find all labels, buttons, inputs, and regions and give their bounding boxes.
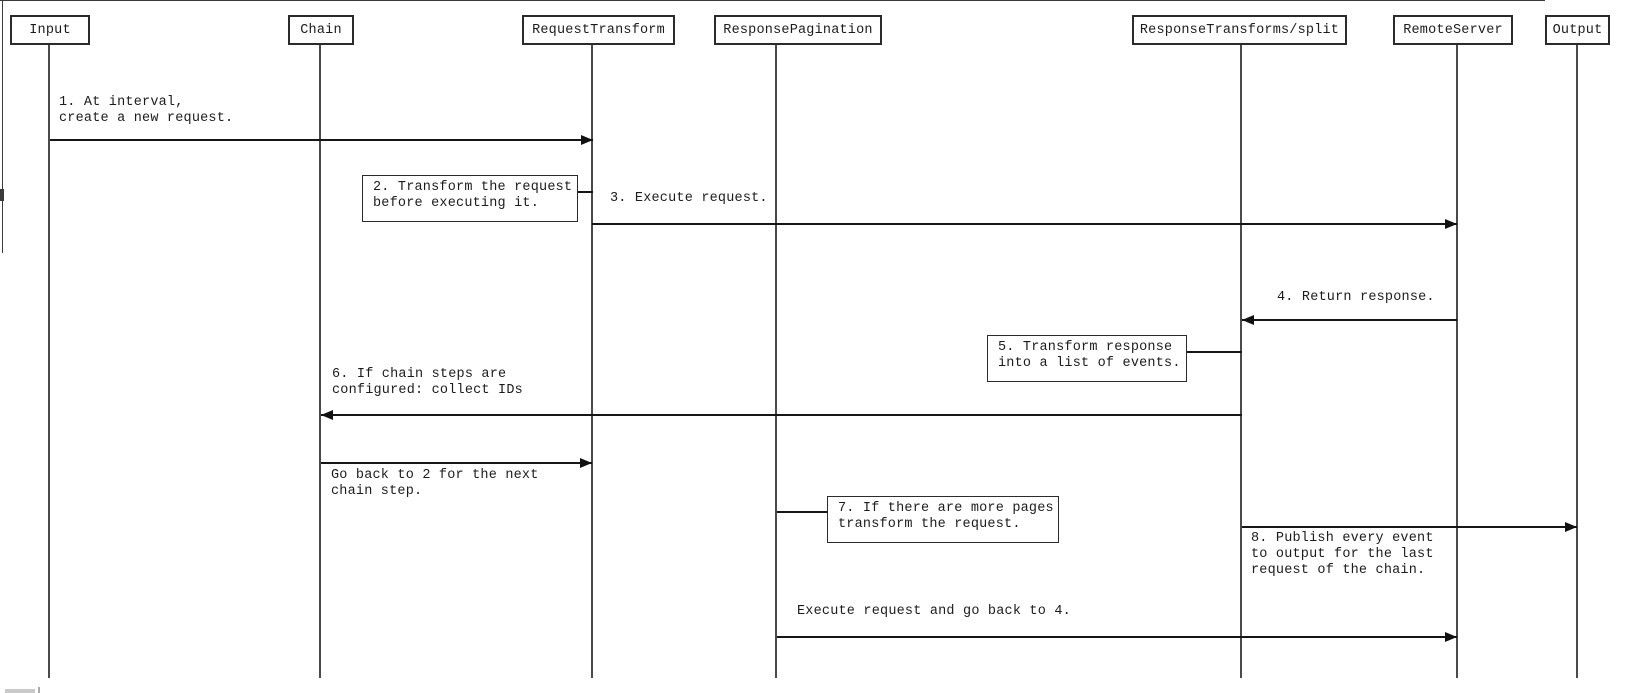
actor-box-output: Output bbox=[1545, 15, 1610, 45]
message-3-arrow bbox=[592, 223, 1457, 225]
lifeline-remote-server bbox=[1456, 45, 1458, 678]
arrowhead-right-icon bbox=[1565, 522, 1577, 532]
actor-label-request-transform: RequestTransform bbox=[532, 22, 665, 38]
execute-again-label: Execute request and go back to 4. bbox=[797, 604, 1071, 619]
arrowhead-right-icon bbox=[1445, 219, 1457, 229]
lifeline-input bbox=[48, 45, 50, 678]
actor-label-remote-server: RemoteServer bbox=[1403, 22, 1503, 38]
message-8-arrow bbox=[1242, 526, 1577, 528]
note-2-connector bbox=[578, 191, 593, 193]
message-6-label: 6. If chain steps are configured: collec… bbox=[332, 367, 523, 398]
bottom-left-artifact-tick bbox=[38, 687, 40, 693]
arrowhead-right-icon bbox=[1445, 632, 1457, 642]
message-4-label: 4. Return response. bbox=[1277, 290, 1435, 305]
actor-box-input: Input bbox=[10, 15, 90, 45]
note-5: 5. Transform response into a list of eve… bbox=[987, 335, 1187, 382]
lifeline-output bbox=[1576, 45, 1578, 678]
page-left-border-tick bbox=[0, 189, 4, 201]
lifeline-request-transform bbox=[591, 45, 593, 678]
actor-label-input: Input bbox=[29, 22, 71, 38]
actor-box-request-transform: RequestTransform bbox=[522, 15, 675, 45]
actor-box-chain: Chain bbox=[288, 15, 354, 45]
page-left-border bbox=[2, 0, 3, 253]
actor-box-response-transforms-split: ResponseTransforms/split bbox=[1132, 15, 1347, 45]
actor-label-response-pagination: ResponsePagination bbox=[723, 22, 873, 38]
actor-label-chain: Chain bbox=[300, 22, 342, 38]
message-8-label: 8. Publish every event to output for the… bbox=[1251, 531, 1434, 578]
note-7: 7. If there are more pages transform the… bbox=[827, 496, 1059, 543]
bottom-left-artifact bbox=[5, 689, 35, 693]
actor-label-output: Output bbox=[1552, 22, 1603, 38]
note-5-connector bbox=[1187, 351, 1242, 353]
actor-label-response-transforms-split: ResponseTransforms/split bbox=[1139, 22, 1340, 38]
note-2: 2. Transform the request before executin… bbox=[362, 175, 578, 222]
execute-again-arrow bbox=[777, 636, 1457, 638]
lifeline-chain bbox=[319, 45, 321, 678]
go-back-label: Go back to 2 for the next chain step. bbox=[331, 468, 539, 499]
arrowhead-right-icon bbox=[580, 458, 592, 468]
message-3-label: 3. Execute request. bbox=[610, 191, 768, 206]
note-7-connector bbox=[777, 511, 827, 513]
lifeline-response-transforms-split bbox=[1240, 45, 1242, 678]
message-1-label: 1. At interval, create a new request. bbox=[59, 95, 234, 126]
arrowhead-left-icon bbox=[1242, 315, 1254, 325]
actor-box-remote-server: RemoteServer bbox=[1393, 15, 1513, 45]
message-1-arrow bbox=[50, 139, 593, 141]
message-4-arrow bbox=[1242, 319, 1457, 321]
arrowhead-right-icon bbox=[581, 135, 593, 145]
lifeline-response-pagination bbox=[775, 45, 777, 678]
arrowhead-left-icon bbox=[321, 410, 333, 420]
actor-box-response-pagination: ResponsePagination bbox=[714, 15, 882, 45]
message-6-arrow bbox=[321, 414, 1242, 416]
go-back-arrow bbox=[321, 462, 592, 464]
page-top-border bbox=[0, 0, 1545, 1]
